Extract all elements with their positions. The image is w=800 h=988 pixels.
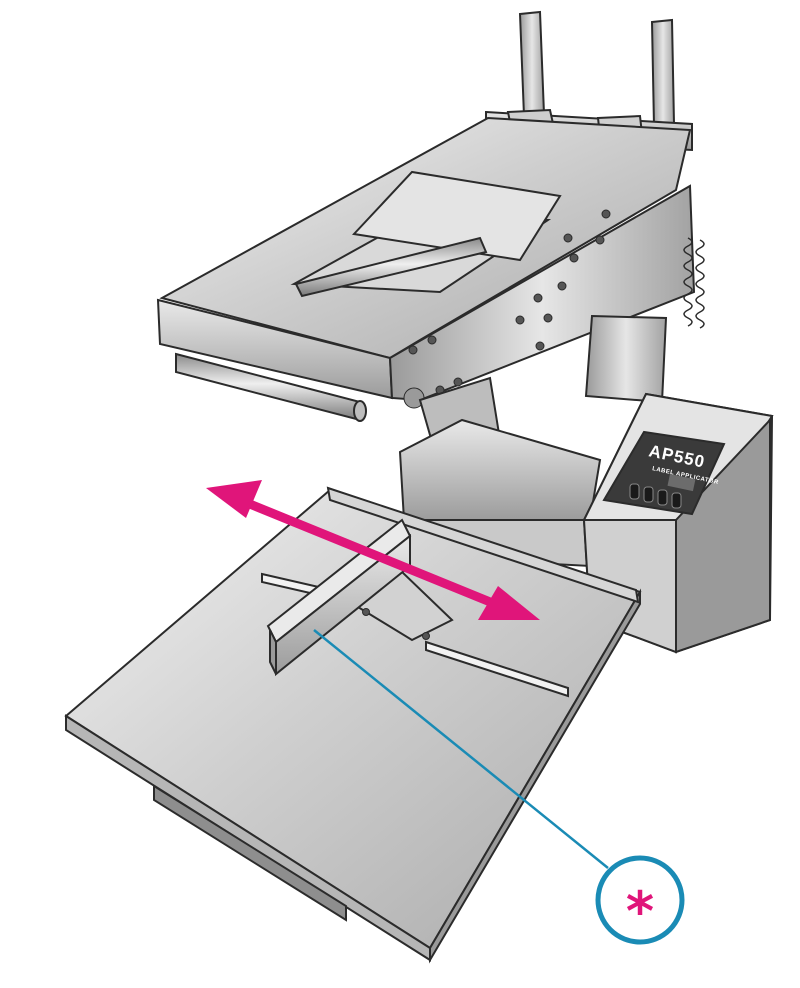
label-arm-frame: [156, 116, 696, 422]
display-screen: [667, 474, 696, 492]
panel-button[interactable]: [657, 489, 668, 506]
panel-buttons: [629, 483, 682, 509]
panel-button[interactable]: [671, 492, 682, 509]
callout-leader-line: [313, 629, 609, 869]
callout-asterisk: *: [626, 880, 654, 943]
callout-circle: [595, 855, 685, 945]
tension-spring: [683, 237, 705, 329]
panel-button[interactable]: [629, 483, 640, 500]
control-panel: AP550 AP550 LABEL APPLICATOR: [602, 430, 726, 516]
side-plate-bolts: [403, 209, 611, 409]
panel-button[interactable]: [643, 486, 654, 503]
callout: *: [313, 629, 685, 945]
adjustment-arrow: [206, 480, 540, 620]
tray-screws: [362, 608, 430, 640]
